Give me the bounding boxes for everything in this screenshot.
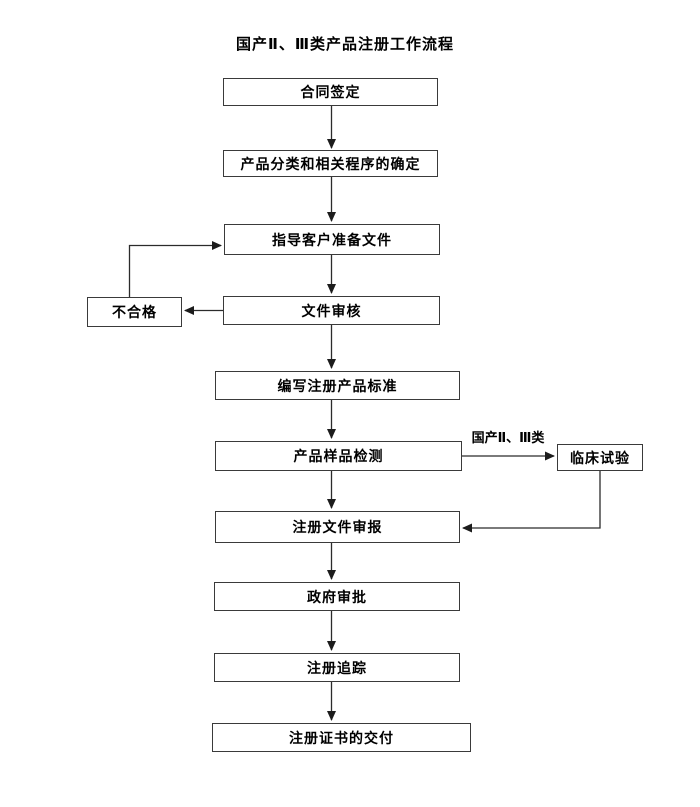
branch-condition-label: 国产Ⅱ、Ⅲ类 xyxy=(471,431,545,446)
node-clinical-trial: 临床试验 xyxy=(557,444,643,471)
node-classification: 产品分类和相关程序的确定 xyxy=(223,150,438,177)
node-document-review: 文件审核 xyxy=(223,296,440,325)
flowchart-title: 国产Ⅱ、Ⅲ类产品注册工作流程 xyxy=(235,35,455,53)
node-registration-tracking: 注册追踪 xyxy=(214,653,460,682)
arrow-clinical-to-submission xyxy=(462,471,600,533)
node-registration-submission: 注册文件审报 xyxy=(215,511,460,543)
arrow-unqualified-to-guide xyxy=(130,241,222,298)
node-contract-signing: 合同签定 xyxy=(223,78,438,106)
node-certificate-delivery: 注册证书的交付 xyxy=(212,723,471,752)
node-government-approval: 政府审批 xyxy=(214,582,460,611)
node-sample-testing: 产品样品检测 xyxy=(215,441,462,471)
node-unqualified: 不合格 xyxy=(87,297,182,327)
node-write-standard: 编写注册产品标准 xyxy=(215,371,460,400)
node-guide-preparation: 指导客户准备文件 xyxy=(224,224,440,255)
